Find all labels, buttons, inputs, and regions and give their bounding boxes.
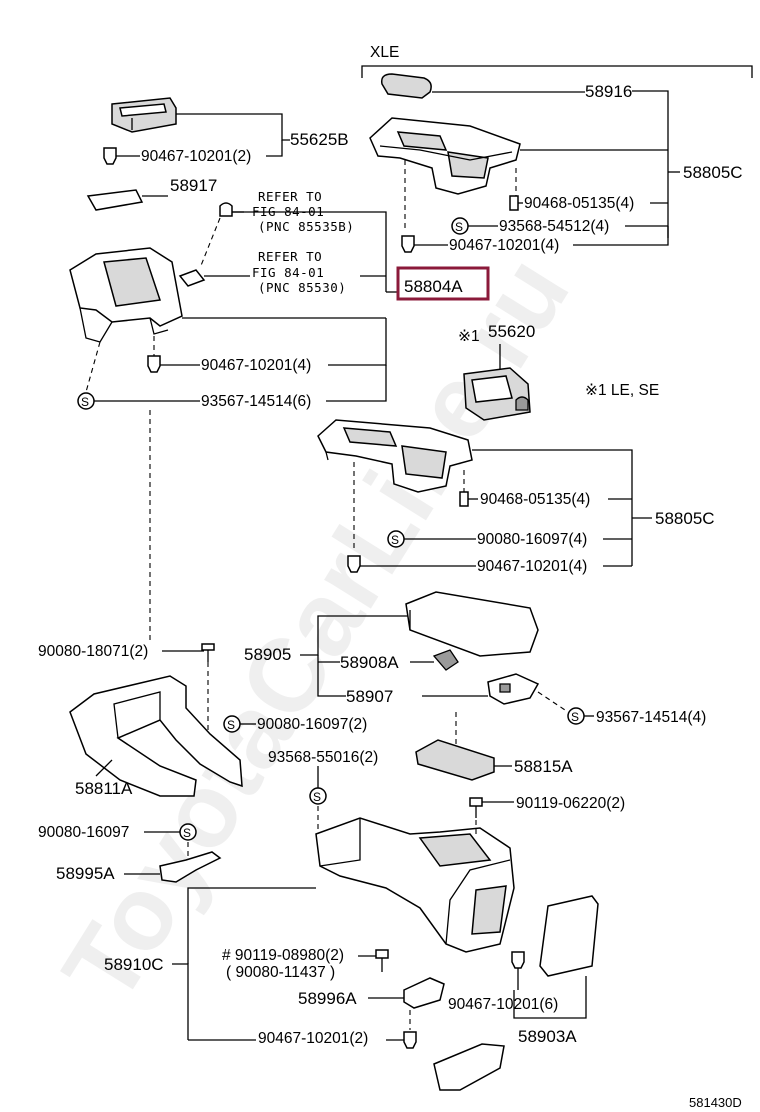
refer-1-line1: REFER TO [258, 189, 322, 204]
label-90467-10201-2-top: 90467-10201(2) [141, 148, 251, 165]
refer-2-line3: (PNC 85530) [258, 280, 346, 295]
clip-icon-90467-mid [147, 355, 161, 373]
bolt-icon-90119-06220 [469, 797, 483, 818]
part-58907-hinge[interactable] [487, 673, 540, 705]
label-93567-14514-4: 93567-14514(4) [596, 709, 706, 726]
label-58996A: 58996A [298, 989, 357, 1008]
highlight-box-58804A [396, 266, 490, 301]
diagram-code: 581430D [689, 1095, 742, 1110]
part-58910C-console-box[interactable] [315, 817, 515, 953]
label-90468-05135-mid: 90468-05135(4) [480, 491, 590, 508]
label-58905: 58905 [244, 645, 291, 664]
svg-text:S: S [227, 718, 235, 732]
refer-2-line1: REFER TO [258, 249, 322, 264]
screw-s-symbol-90080-16097-4: S [387, 530, 405, 548]
clip-icon-90468-mid [459, 491, 469, 507]
label-58805C-top: 58805C [683, 163, 743, 182]
label-58917: 58917 [170, 176, 217, 195]
part-58811A-panel[interactable] [69, 675, 243, 797]
label-93567-14514-6: 93567-14514(6) [201, 393, 311, 410]
label-58907: 58907 [346, 687, 393, 706]
part-58908A-latch[interactable] [432, 649, 459, 671]
bolt-icon-90119-08980 [375, 949, 389, 972]
label-90467-10201-4-mid: 90467-10201(4) [201, 357, 311, 374]
svg-text:S: S [313, 790, 321, 804]
clip-icon-90467-6 [511, 951, 525, 969]
label-93568-55016-2: 93568-55016(2) [268, 749, 378, 766]
svg-text:S: S [571, 710, 579, 724]
label-90467-10201-4-top: 90467-10201(4) [449, 237, 559, 254]
label-58910C: 58910C [104, 955, 164, 974]
socket-icon-85530 [178, 269, 206, 287]
part-58815A-pad[interactable] [415, 739, 495, 781]
part-58916-pad[interactable] [380, 73, 432, 99]
socket-icon-85535B [219, 202, 244, 217]
part-58917-plate[interactable] [86, 189, 144, 211]
screw-s-symbol-93568-55016: S [309, 787, 327, 805]
variant-label-xle: XLE [370, 44, 399, 61]
part-rear-cap[interactable] [433, 1043, 505, 1091]
label-58811A: 58811A [75, 779, 133, 798]
label-58815A: 58815A [514, 757, 573, 776]
label-90080-11437: ( 90080-11437 ) [226, 964, 335, 981]
label-58916: 58916 [585, 82, 632, 101]
clip-icon-90467-2-bot [403, 1031, 417, 1049]
label-90467-10201-6: 90467-10201(6) [448, 996, 558, 1013]
label-90467-10201-2-bot: 90467-10201(2) [258, 1030, 368, 1047]
label-90080-16097-2: 90080-16097(2) [257, 716, 367, 733]
label-58903A: 58903A [518, 1027, 577, 1046]
variant-note-le-se: ※1 LE, SE [585, 382, 659, 399]
variant-mark-55620: ※1 [458, 328, 480, 345]
clip-icon-90467-top [401, 235, 415, 253]
part-55620-box[interactable] [463, 367, 531, 421]
screw-s-symbol-90080-16097: S [179, 823, 197, 841]
refer-1-line3: (PNC 85535B) [258, 219, 354, 234]
part-58804A-console[interactable] [69, 247, 183, 343]
label-58908A: 58908A [340, 653, 399, 672]
screw-s-symbol-90080-16097-2: S [223, 715, 241, 733]
label-93568-54512: 93568-54512(4) [499, 218, 609, 235]
label-90468-05135-top: 90468-05135(4) [524, 195, 634, 212]
part-58805C-tray-top[interactable] [369, 117, 521, 195]
screw-s-symbol-93568-54512: S [451, 217, 469, 235]
label-90080-16097: 90080-16097 [38, 824, 129, 841]
label-58804A[interactable]: 58804A [404, 277, 463, 296]
svg-text:S: S [81, 395, 89, 409]
clip-icon-90468-top [509, 195, 519, 211]
label-58805C-mid: 58805C [655, 509, 715, 528]
label-90080-16097-4: 90080-16097(4) [477, 531, 587, 548]
part-55625B-box[interactable] [111, 97, 177, 133]
clip-icon-90467-2-top [103, 147, 117, 165]
screw-s-symbol-93567-14514-4: S [567, 707, 585, 725]
part-58995A-bracket[interactable] [159, 851, 222, 883]
part-58805C-tray-mid[interactable] [317, 419, 473, 493]
refer-2-line2: FIG 84-01 [252, 265, 324, 280]
part-58996A-bracket[interactable] [403, 977, 445, 1009]
label-90467-10201-4-low: 90467-10201(4) [477, 558, 587, 575]
label-55625B: 55625B [290, 130, 349, 149]
label-55620: 55620 [488, 322, 535, 341]
svg-text:S: S [183, 826, 191, 840]
label-90119-08980-2: # 90119-08980(2) [222, 947, 344, 964]
svg-text:S: S [391, 533, 399, 547]
label-90119-06220-2: 90119-06220(2) [516, 795, 625, 812]
part-58903A-cover[interactable] [539, 895, 599, 977]
label-58995A: 58995A [56, 864, 115, 883]
screw-s-symbol-93567-14514-6: S [77, 392, 95, 410]
clip-icon-90467-low [347, 555, 361, 573]
label-90080-18071-2: 90080-18071(2) [38, 643, 148, 660]
svg-text:S: S [455, 220, 463, 234]
part-58905-armrest[interactable] [405, 591, 539, 657]
bolt-icon-90080-18071 [201, 643, 215, 662]
